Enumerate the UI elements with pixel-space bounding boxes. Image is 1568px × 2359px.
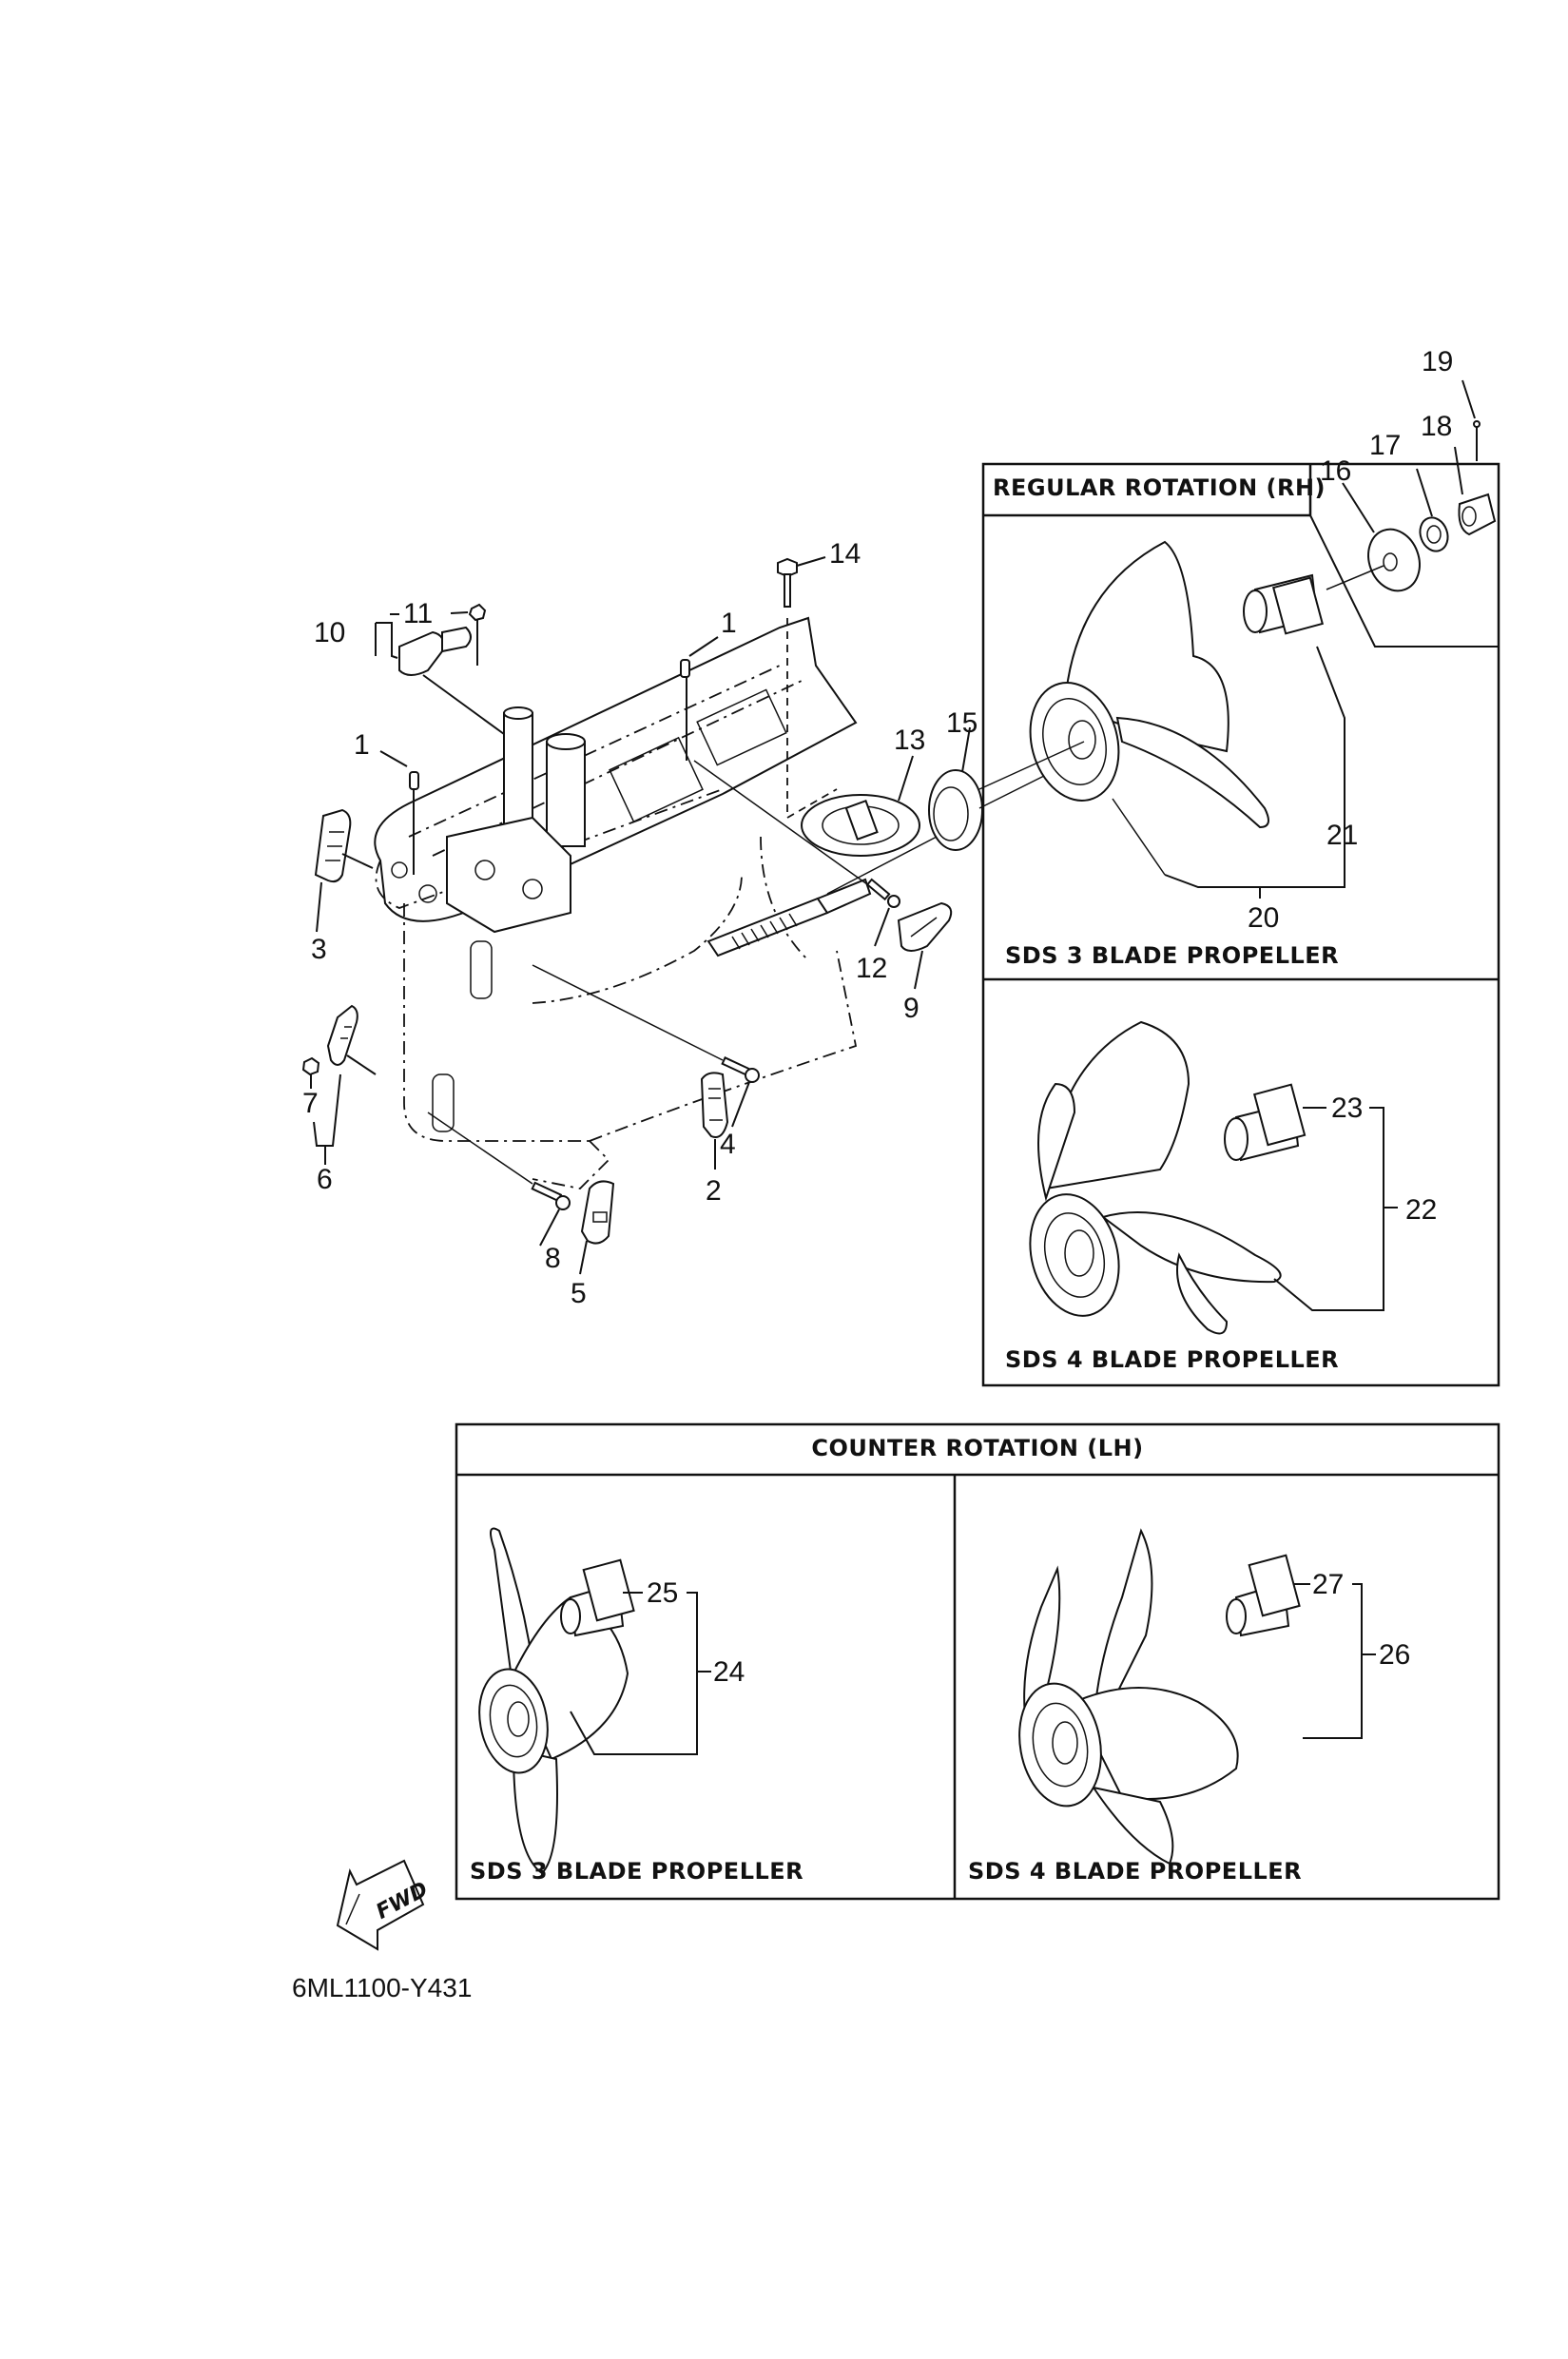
callout-2: 2 [706, 1175, 722, 1207]
callout-13: 13 [894, 725, 925, 756]
callout-labels: 1 1 2 3 4 5 6 7 8 9 10 11 12 13 14 15 16… [302, 346, 1453, 1309]
callout-18: 18 [1421, 411, 1452, 442]
part-11-nut[interactable] [450, 603, 487, 666]
callout-11: 11 [403, 598, 433, 629]
part-14-bolt[interactable] [777, 556, 838, 819]
bushing-21[interactable] [1243, 573, 1325, 635]
counter-rotation-panel: COUNTER ROTATION (LH) 25 24 SDS 3 BLADE … [455, 1422, 1500, 1901]
lh-3-blade-label: SDS 3 BLADE PROPELLER [470, 1858, 803, 1885]
callout-14: 14 [829, 538, 861, 570]
callout-21: 21 [1326, 820, 1358, 851]
regular-rotation-title: REGULAR ROTATION (RH) [993, 474, 1326, 501]
part-1-dowel-pin-lower[interactable] [379, 750, 419, 875]
callout-9: 9 [903, 993, 920, 1024]
propeller-rh-3-blade[interactable] [978, 540, 1269, 876]
part-10-anode-assy[interactable] [375, 613, 505, 735]
callout-1a: 1 [721, 608, 737, 639]
part-7-nut[interactable] [301, 1056, 320, 1089]
part-3-anode[interactable] [314, 808, 374, 933]
part-18-castle-nut[interactable] [1454, 446, 1497, 536]
part-17-spacer[interactable] [1416, 468, 1453, 555]
part-1-dowel-pin-upper[interactable] [680, 636, 719, 761]
bushing-25[interactable] [560, 1558, 635, 1637]
callout-26: 26 [1379, 1639, 1410, 1671]
propeller-lh-4-blade[interactable] [1010, 1528, 1239, 1866]
callout-3: 3 [311, 934, 327, 965]
part-2-anode[interactable] [700, 1072, 729, 1170]
part-5-anode[interactable] [579, 1180, 615, 1275]
callout-12: 12 [856, 953, 887, 984]
callout-10: 10 [314, 617, 345, 648]
rh-4-blade-label: SDS 4 BLADE PROPELLER [1005, 1346, 1339, 1373]
callout-23: 23 [1331, 1092, 1363, 1124]
bushing-23[interactable] [1224, 1083, 1307, 1162]
drawing-code: 6ML1100-Y431 [292, 1973, 472, 2002]
part-13-cover[interactable] [801, 755, 920, 857]
part-4-screw[interactable] [532, 964, 760, 1128]
callout-4: 4 [720, 1129, 736, 1160]
callout-27: 27 [1312, 1569, 1344, 1600]
part-8-screw[interactable] [427, 1112, 571, 1247]
callout-7: 7 [302, 1088, 319, 1119]
counter-rotation-title: COUNTER ROTATION (LH) [811, 1435, 1143, 1461]
part-6-anode[interactable] [313, 1004, 377, 1165]
callout-25: 25 [647, 1577, 678, 1609]
callout-24: 24 [713, 1656, 745, 1688]
part-19-cotter-pin[interactable] [1462, 379, 1481, 461]
bushing-27[interactable] [1226, 1554, 1301, 1637]
callout-8: 8 [545, 1243, 561, 1274]
lh-4-blade-label: SDS 4 BLADE PROPELLER [968, 1858, 1302, 1885]
regular-rotation-panel: REGULAR ROTATION (RH) 20 21 SDS 3 BLADE … [978, 462, 1500, 1387]
rh-3-blade-label: SDS 3 BLADE PROPELLER [1005, 942, 1339, 969]
callout-19: 19 [1422, 346, 1453, 377]
part-12-screw[interactable] [693, 760, 900, 947]
callout-6: 6 [317, 1164, 333, 1195]
lower-unit-housing [374, 616, 872, 1189]
part-9-anode[interactable] [897, 901, 953, 990]
fwd-arrow-icon: FWD [336, 1859, 432, 1951]
callout-17: 17 [1369, 430, 1401, 461]
callout-1b: 1 [354, 729, 370, 761]
callout-22: 22 [1405, 1194, 1437, 1226]
callout-16: 16 [1320, 455, 1351, 487]
callout-20: 20 [1248, 902, 1279, 934]
part-16-washer[interactable] [1326, 482, 1428, 598]
propeller-rh-4-blade[interactable] [1017, 1020, 1282, 1335]
callout-15: 15 [946, 707, 978, 739]
callout-5: 5 [571, 1278, 587, 1309]
propeller-lh-3-blade[interactable] [472, 1527, 629, 1875]
